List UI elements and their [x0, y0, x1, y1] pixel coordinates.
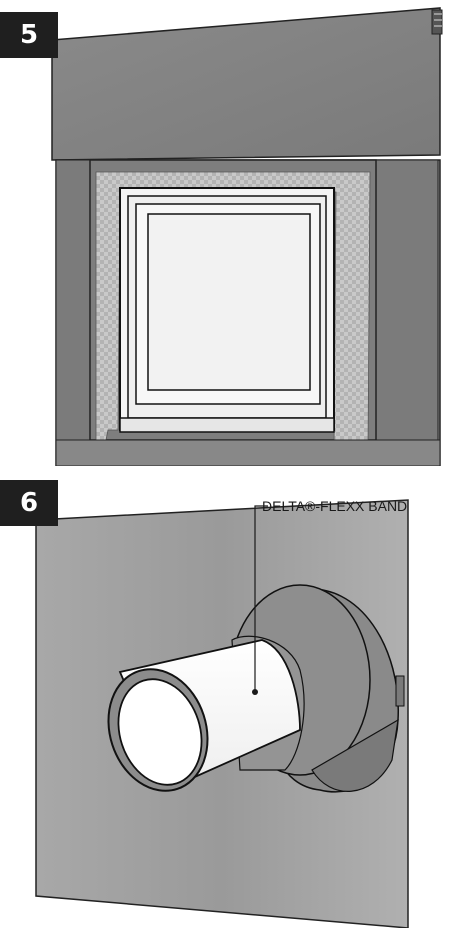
step-5-panel: 5: [0, 0, 467, 466]
window-opening-illustration: [0, 0, 467, 466]
window-sill: [120, 418, 334, 432]
step-number-badge: 6: [0, 480, 58, 526]
upper-wall: [52, 8, 440, 160]
pipe-penetration-illustration: DELTA®-FLEXX BAND: [0, 470, 467, 928]
window-glass: [148, 214, 310, 390]
step-number-badge: 5: [0, 12, 58, 58]
callout-dot: [252, 689, 258, 695]
step-6-panel: 6 DELTA®-FLEXX BAND: [0, 470, 467, 928]
flexx-band-label: DELTA®-FLEXX BAND: [262, 498, 407, 514]
